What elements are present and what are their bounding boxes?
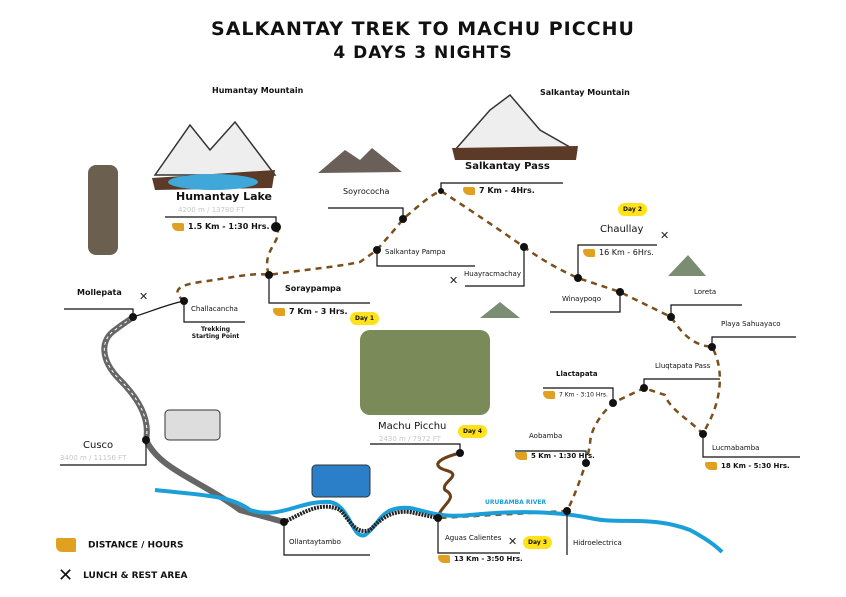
machu-picchu-photo [360,330,490,415]
boot-icon [583,248,595,257]
cusco-label: Cusco [83,440,114,451]
boot-icon [172,222,184,231]
fork-knife-icon: ✕ [58,565,74,586]
aobamba-label: Aobamba [529,432,563,440]
challacancha-label: Challacancha [191,305,238,313]
llactapata-distance: 7 Km - 3:10 Hrs. [543,391,608,399]
chaullay-label: Chaullay [600,224,644,235]
lunch-icon: ✕ [139,290,149,303]
urubamba-river-label: URUBAMBA RIVER [485,499,547,506]
loreta-label: Loreta [694,288,717,296]
legend-distance: DISTANCE / HOURS [56,538,183,552]
road-mollepata-challacancha [132,300,185,318]
aguas-calientes-label: Aguas Calientes [445,534,502,542]
train-illustration [311,464,371,498]
humantay-lake-label: Humantay Lake [176,190,273,203]
hours-text: 18 Km - 5:30 Hrs. [721,462,790,470]
hiker-illustration [88,165,118,255]
map-title: SALKANTAY TREK TO MACHU PICCHU [211,18,635,40]
boot-icon [463,186,475,195]
hours-text: 1.5 Km - 1:30 Hrs. [188,222,270,231]
lunch-icon: ✕ [449,274,459,287]
boot-icon [56,538,76,552]
day-3-badge: Day 3 [523,536,553,549]
salkantay-pampa-label: Salkantay Pampa [385,248,446,256]
huayracmachay-label: Huayracmachay [464,270,521,278]
lucmabamba-label: Lucmabamba [712,444,760,452]
salkantay-pass-label: Salkantay Pass [465,161,550,172]
llactapata-label: Llactapata [556,370,598,378]
lucmabamba-distance: 18 Km - 5:30 Hrs. [705,462,790,470]
humantay-mountain-label: Humantay Mountain [212,86,304,95]
boot-icon [543,391,555,399]
hours-text: 13 Km - 3:50 Hrs. [454,555,523,563]
soyrococha-label: Soyrococha [343,187,390,196]
boot-icon [515,452,527,460]
salkantay-pass-distance: 7 Km - 4Hrs. [463,186,535,195]
boot-icon [438,555,450,563]
legend-lunch-label: LUNCH & REST AREA [83,571,188,581]
road-cusco-mollepata [101,314,150,441]
hidroelectrica-label: Hidroelectrica [573,539,622,547]
day-1-badge: Day 1 [350,312,380,325]
hours-text: 7 Km - 3 Hrs. [289,307,348,316]
machu-picchu-switchback [436,451,461,519]
urubamba-river [154,488,724,554]
map-subtitle: 4 DAYS 3 NIGHTS [333,43,513,63]
lunch-icon: ✕ [660,229,670,242]
van-illustration [164,409,221,441]
humantay-side-trail [265,226,280,276]
chaullay-distance: 16 Km - 6Hrs. [583,248,654,257]
ollantaytambo-label: Ollantaytambo [289,538,341,546]
lluqtapata-pass-label: Lluqtapata Pass [655,362,711,370]
small-mountain [668,255,706,276]
route-nodes [129,188,716,526]
small-mountain [318,148,402,173]
soraypampa-distance: 7 Km - 3 Hrs. [273,307,348,316]
hours-text: 7 Km - 3:10 Hrs. [559,391,608,399]
road-cusco-ollantaytambo [143,438,285,525]
lunch-icon: ✕ [508,535,518,548]
trekking-start-label: Trekking Starting Point [191,326,240,340]
boot-icon [273,307,285,316]
humantay-mountain-illustration [152,120,277,190]
machu-picchu-label: Machu Picchu [378,421,447,432]
mollepata-label: Mollepata [77,288,122,297]
hours-text: 16 Km - 6Hrs. [599,248,654,257]
small-mountain [480,302,520,318]
railway [283,504,439,533]
cusco-elevation: 3400 m / 11156 FT [60,454,127,462]
soraypampa-label: Soraypampa [285,284,342,293]
day-4-badge: Day 4 [458,425,488,438]
salkantay-mountain-illustration [452,93,578,160]
legend-distance-label: DISTANCE / HOURS [88,540,184,551]
legend-lunch: ✕ LUNCH & REST AREA [58,565,187,586]
machu-picchu-elevation: 2430 m / 7972 FT [379,435,441,443]
humantay-lake-distance: 1.5 Km - 1:30 Hrs. [172,222,270,231]
winaypoqo-label: Winaypoqo [562,295,602,303]
day-2-badge: Day 2 [618,203,648,216]
hours-text: 7 Km - 4Hrs. [479,186,535,195]
playa-sahuayaco-label: Playa Sahuayaco [721,320,781,328]
humantay-lake-elevation: 4200 m / 13780 FT [178,206,245,214]
hours-text: 5 Km - 1:30 Hrs. [531,452,595,460]
aguas-calientes-distance: 13 Km - 3:50 Hrs. [438,555,523,563]
aobamba-distance: 5 Km - 1:30 Hrs. [515,452,595,460]
salkantay-mountain-label: Salkantay Mountain [540,88,630,97]
boot-icon [705,462,717,470]
